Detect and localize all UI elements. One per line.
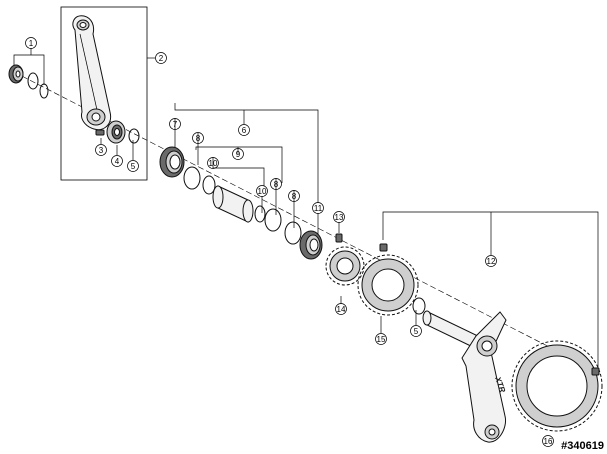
callout-10-a: 10 [207, 157, 219, 169]
svg-text:14: 14 [337, 305, 346, 314]
right-bb-cup [299, 230, 323, 260]
washer-5-left [128, 128, 140, 144]
middle-chainring [357, 254, 419, 316]
callout-15: 15 [375, 333, 387, 345]
spacer-10-right [254, 205, 266, 223]
svg-text:2: 2 [159, 54, 164, 63]
svg-text:5: 5 [414, 327, 419, 336]
callout-5-right: 5 [410, 325, 422, 337]
left-bb-cup [159, 146, 185, 178]
svg-text:8: 8 [292, 192, 297, 201]
callout-2: 2 [155, 52, 167, 64]
bracket-12 [382, 211, 599, 374]
svg-text:11: 11 [314, 204, 323, 213]
callout-8-b: 8 [270, 178, 282, 190]
crank-fixing-bolt [379, 243, 388, 252]
svg-text:7: 7 [173, 120, 178, 129]
callout-14: 14 [335, 303, 347, 315]
pinch-bolt [95, 129, 105, 136]
left-crank-group-box [60, 6, 148, 181]
bracket-1 [13, 54, 45, 85]
callout-12: 12 [485, 255, 497, 267]
bracket-9 [195, 146, 283, 183]
svg-text:10: 10 [209, 159, 218, 168]
svg-text:15: 15 [377, 335, 386, 344]
callout-11: 11 [312, 202, 324, 214]
callout-16: 16 [542, 435, 554, 447]
inner-cover-tube [212, 185, 254, 223]
washer-5-right [412, 297, 426, 315]
cap-washer-1 [27, 72, 39, 90]
callout-8-c: 8 [288, 190, 300, 202]
small-chainring [325, 246, 365, 286]
left-crank-arm [72, 15, 112, 131]
seal-ring-left [183, 166, 201, 190]
seal-ring-right [284, 221, 302, 245]
callout-13: 13 [333, 211, 345, 223]
callout-6: 6 [238, 124, 250, 136]
svg-text:8: 8 [274, 180, 279, 189]
seal-ring-mid [264, 208, 282, 232]
reference-code: #340619 [561, 440, 604, 452]
svg-text:10: 10 [258, 187, 267, 196]
svg-text:3: 3 [99, 146, 104, 155]
callout-9: 9 [232, 148, 244, 160]
crank-cap-nut [8, 64, 24, 84]
bracket-10 [212, 157, 265, 186]
callout-7: 7 [169, 118, 181, 130]
cap-washer-2 [39, 83, 49, 99]
right-crank-with-axle: XTR [422, 310, 507, 443]
callout-4: 4 [111, 155, 123, 167]
bracket-6 [174, 103, 319, 203]
callout-1: 1 [25, 37, 37, 49]
callout-3: 3 [95, 144, 107, 156]
adapter-ring [106, 120, 126, 144]
svg-text:1: 1 [29, 39, 34, 48]
svg-text:12: 12 [487, 257, 496, 266]
svg-text:8: 8 [196, 134, 201, 143]
svg-text:5: 5 [131, 162, 136, 171]
svg-text:16: 16 [544, 437, 553, 446]
large-chainring [511, 340, 603, 432]
svg-text:9: 9 [236, 150, 241, 159]
callout-10-b: 10 [256, 185, 268, 197]
outer-chainring-bolt [591, 367, 600, 376]
svg-text:13: 13 [335, 213, 344, 222]
svg-text:6: 6 [242, 126, 247, 135]
callout-5-left: 5 [127, 160, 139, 172]
chainring-bolt [335, 233, 343, 243]
svg-text:4: 4 [115, 157, 120, 166]
callout-8-a: 8 [192, 132, 204, 144]
spacer-10-left [202, 175, 216, 195]
